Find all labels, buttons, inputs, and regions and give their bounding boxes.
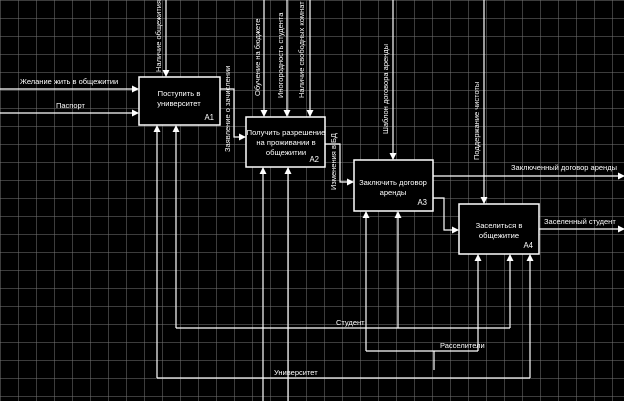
label-mech-settlers: Расселители — [440, 341, 485, 350]
block-a3[interactable]: Заключить договор аренды A3 — [353, 159, 434, 212]
block-a4-id: A4 — [523, 241, 533, 250]
label-out-contract: Заключенный договор аренды — [511, 163, 617, 172]
arrow-out-contract[interactable]: Заключенный договор аренды — [433, 163, 624, 180]
block-a2[interactable]: Получить разрешение на проживании в обще… — [245, 116, 326, 168]
label-input-passport: Паспорт — [56, 101, 86, 110]
label-out-settled: Заселенный студент — [544, 217, 616, 226]
label-ctrl-free-rooms: Наличие свободных комнат — [297, 1, 306, 98]
block-a2-id: A2 — [309, 155, 319, 164]
label-ctrl-budget: Обучение на бюджете — [253, 19, 262, 96]
arrow-ctrl-cleanliness[interactable]: Поддержание чистоты — [472, 0, 488, 204]
label-mech-university: Университет — [274, 368, 318, 377]
arrow-ctrl-dorm-presence[interactable]: Наличие общежития — [154, 0, 170, 77]
arrow-out-enrollment[interactable]: Заявление о зачислении — [220, 66, 246, 152]
label-out-db-changes: Изменения в БД — [329, 133, 338, 190]
block-a3-id: A3 — [417, 198, 427, 207]
arrow-ctrl-budget[interactable]: Обучение на бюджете — [253, 0, 268, 117]
block-a2-line2: на проживании в — [256, 138, 315, 147]
block-a4[interactable]: Заселиться в общежитие A4 — [458, 203, 540, 255]
label-ctrl-nonresident: Иногородность студента — [276, 12, 285, 98]
arrow-ctrl-nonresident[interactable]: Иногородность студента — [276, 0, 291, 117]
label-input-desire: Желание жить в общежитии — [20, 77, 118, 86]
label-mech-student: Студент — [336, 318, 365, 327]
arrow-mech-student[interactable]: Студент — [172, 125, 514, 401]
label-ctrl-lease-template: Шаблон договора аренды — [381, 44, 390, 134]
block-a4-line2: общежитие — [479, 231, 519, 240]
label-out-enrollment: Заявление о зачислении — [223, 66, 232, 152]
arrow-out-db-changes[interactable]: Изменения в БД — [325, 133, 354, 190]
arrow-input-passport[interactable]: Паспорт — [0, 101, 139, 117]
block-a2-line3: общежитии — [266, 148, 306, 157]
block-a1-line1: Поступить в — [158, 89, 201, 98]
arrow-input-desire[interactable]: Желание жить в общежитии — [0, 77, 139, 93]
arrow-a3-to-a4[interactable] — [433, 197, 459, 234]
block-a1-id: A1 — [204, 113, 214, 122]
block-a3-line1: Заключить договор — [359, 178, 427, 187]
block-a1-line2: университет — [157, 99, 201, 108]
arrow-ctrl-lease-template[interactable]: Шаблон договора аренды — [381, 0, 397, 160]
arrow-mech-university[interactable]: Университет — [153, 125, 534, 401]
block-a2-line1: Получить разрешение — [247, 128, 326, 137]
arrow-out-settled[interactable]: Заселенный студент — [539, 217, 624, 233]
block-a1[interactable]: Поступить в университет A1 — [138, 76, 221, 126]
arrow-mech-settlers[interactable]: Расселители — [362, 211, 485, 370]
block-a4-line1: Заселиться в — [476, 221, 523, 230]
label-ctrl-dorm-presence: Наличие общежития — [154, 0, 163, 72]
block-a3-line2: аренды — [380, 188, 407, 197]
arrow-ctrl-free-rooms[interactable]: Наличие свободных комнат — [297, 0, 314, 117]
label-ctrl-cleanliness: Поддержание чистоты — [472, 82, 481, 160]
